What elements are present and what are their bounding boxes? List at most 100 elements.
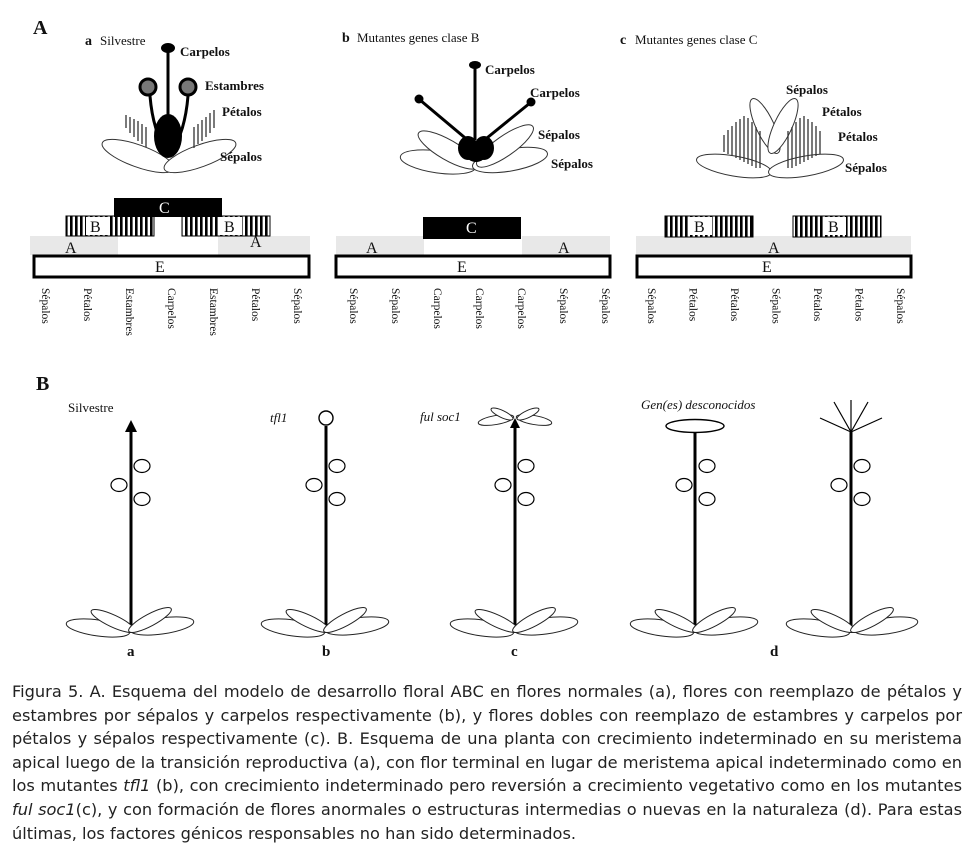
plant-ful-soc1: ful soc1 c — [420, 407, 579, 660]
flower-bud-d2-1 — [853, 458, 871, 474]
caption-part-3: (c), y con formación de flores anormales… — [12, 799, 963, 843]
box-a-right-label-b: A — [558, 240, 570, 257]
apex-arrow-icon-c — [510, 418, 520, 428]
caption-gene-ful-soc1: ful soc1 — [12, 799, 76, 819]
label-c-petalos-1: Pétalos — [822, 104, 862, 119]
plant-tfl1: tfl1 b — [260, 410, 390, 660]
flower-bud-a-1 — [133, 458, 151, 474]
a-region-right-b — [522, 236, 610, 255]
e-region-c — [635, 254, 913, 279]
rosette-a — [65, 607, 195, 638]
box-e-label-c: E — [762, 259, 772, 276]
anther-left — [138, 77, 158, 97]
organ-label-a-2: Pétalos — [81, 288, 93, 322]
organ-label-b-2: Sépalos — [389, 288, 401, 324]
label-petalos: Pétalos — [222, 104, 262, 119]
label-b-sepalos-2: Sépalos — [551, 156, 593, 171]
caption-gene-tfl1: tfl1 — [123, 776, 151, 796]
rosette-d2 — [785, 607, 919, 638]
a-region-left-b — [336, 236, 424, 255]
branched-apex — [819, 400, 883, 433]
flower-class-c-mutant: c Mutantes genes clase C Sépalos Pétalos… — [620, 32, 887, 179]
label-b-sepalos-1: Sépalos — [538, 127, 580, 142]
organ-label-c-5: Pétalos — [811, 288, 823, 322]
plant-a-letter: a — [127, 644, 135, 660]
label-estambres: Estambres — [205, 78, 264, 93]
organ-label-a-7: Sépalos — [291, 288, 303, 324]
box-e-label: E — [155, 259, 165, 276]
organ-label-c-6: Pétalos — [853, 288, 865, 322]
organ-labels: Sépalos Pétalos Estambres Carpelos Estambres… — [39, 288, 906, 336]
caption-part-2: (b), con crecimiento indeterminado pero … — [150, 776, 963, 796]
flower-bud-a-2 — [110, 477, 128, 493]
rosette-b — [260, 607, 390, 638]
sepal-c-right — [768, 153, 844, 179]
box-a-right-label: A — [250, 234, 262, 251]
box-a-left-label: A — [65, 240, 77, 257]
plant-b-letter: b — [322, 644, 330, 660]
abnormal-disc-apex — [665, 418, 725, 434]
flower-bud-c-1 — [517, 458, 535, 474]
anther-right — [178, 77, 198, 97]
flower-bud-d1-1 — [698, 458, 716, 474]
box-b-left-label: B — [90, 219, 101, 236]
petal-right — [193, 110, 215, 148]
figure-caption: Figura 5. A. Esquema del modelo de desar… — [12, 680, 962, 845]
e-region — [32, 254, 311, 279]
carpel-stigma — [161, 43, 175, 53]
figure-diagram: A a Silvestre Carpelos Estambres Pétalos… — [30, 17, 919, 660]
sub-a-letter: a — [85, 34, 92, 49]
flower-bud-d2-2 — [830, 477, 848, 493]
plant-d-title: Gen(es) desconocidos — [641, 397, 755, 412]
apex-arrow-icon — [125, 420, 137, 432]
box-e-label-b: E — [457, 259, 467, 276]
terminal-flower-b — [318, 410, 334, 426]
label-c-sepalos-1: Sépalos — [786, 82, 828, 97]
organ-label-a-3: Estambres — [123, 288, 135, 336]
organ-label-b-3: Carpelos — [431, 288, 443, 329]
flower-bud-a-3 — [133, 491, 151, 507]
a-region-left — [30, 236, 118, 255]
petal-left — [125, 115, 147, 147]
plant-c-title: ful soc1 — [420, 409, 461, 424]
a-region-right — [218, 236, 310, 255]
vegetative-rosette-top — [477, 407, 553, 426]
sepal-c-left — [696, 153, 772, 179]
organ-label-a-1: Sépalos — [39, 288, 51, 324]
flower-bud-b-1 — [328, 458, 346, 474]
plant-unknown-genes-1: Gen(es) desconocidos — [629, 397, 759, 638]
carpel-b-center-stigma — [469, 61, 481, 69]
caption-part-1: Figura 5. A. Esquema del modelo de desar… — [12, 682, 962, 796]
sepal-right — [163, 138, 237, 174]
plant-a-title: Silvestre — [68, 400, 114, 415]
plant-b-title: tfl1 — [270, 410, 287, 425]
organ-label-b-4: Carpelos — [473, 288, 485, 329]
label-c-petalos-2: Pétalos — [838, 129, 878, 144]
box-b-right-label: B — [224, 219, 235, 236]
rosette-d1 — [629, 607, 759, 638]
organ-label-c-7: Sépalos — [894, 288, 906, 324]
label-sepalos: Sépalos — [220, 149, 262, 164]
c-region-b — [423, 217, 521, 239]
box-c-label-b: C — [466, 220, 477, 237]
label-b-carpelos-1: Carpelos — [485, 62, 535, 77]
carpel-b-left — [419, 98, 471, 144]
flower-wild-type: a Silvestre Carpelos Estambres Pétalos S… — [85, 33, 264, 174]
flower-bud-b-3 — [328, 491, 346, 507]
flower-bud-b-2 — [305, 477, 323, 493]
label-carpelos: Carpelos — [180, 44, 230, 59]
panel-a-label: A — [33, 17, 48, 39]
organ-label-c-1: Sépalos — [645, 288, 657, 324]
organ-label-a-5: Estambres — [207, 288, 219, 336]
organ-label-c-3: Pétalos — [728, 288, 740, 322]
plant-unknown-genes-2 — [785, 400, 919, 638]
flower-bud-c-2 — [494, 477, 512, 493]
carpel-ovary — [154, 114, 182, 158]
a-region-c — [636, 236, 911, 255]
carpel-b-left-stigma — [414, 94, 424, 104]
c-region — [114, 198, 222, 217]
flower-bud-c-3 — [517, 491, 535, 507]
carpel-b-right — [481, 101, 531, 144]
organ-label-c-2: Pétalos — [687, 288, 699, 322]
organ-label-c-4: Sépalos — [770, 288, 782, 324]
